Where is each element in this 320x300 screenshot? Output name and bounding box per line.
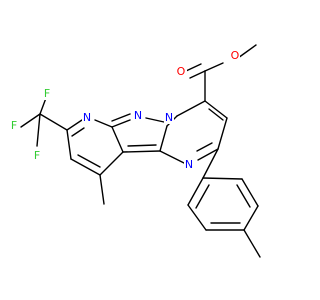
bond-pz-4	[122, 150, 161, 153]
bond-pym-5	[197, 148, 219, 161]
fluorine-bottom-label: F	[34, 149, 40, 162]
bond-pym-3	[204, 100, 228, 119]
bond-pym-5b	[196, 142, 213, 152]
bond-pym-4	[217, 117, 228, 150]
bond-tol-1b	[195, 184, 210, 209]
ester-oxygen-single-label: O	[231, 49, 240, 62]
bond-pym-1	[176, 100, 206, 117]
bond-tol-5b	[236, 184, 251, 208]
bond-pz-4b	[127, 144, 157, 147]
pyridine-nitrogen-label: N	[83, 111, 91, 124]
bond-tol-1	[187, 177, 204, 206]
bond-pz-3	[111, 126, 124, 153]
bond-ester-C-carbonyl-O-b	[185, 63, 202, 72]
bond-ester-C-O	[204, 62, 224, 72]
bond-pz-1	[145, 117, 165, 123]
bond-pz-2	[111, 119, 131, 128]
molecule-canvas: O O N N N N F F F	[9, 44, 261, 258]
bonds	[20, 44, 261, 258]
bond-pym-3b	[208, 108, 224, 121]
bond-tol-methyl	[243, 229, 261, 258]
bond-ester-O-methyl	[237, 44, 257, 59]
bond-methyl-pyridine	[99, 174, 105, 205]
atom-labels: O O N N N N F F F	[9, 49, 240, 171]
bond-CF3-F-bottom	[36, 113, 41, 147]
bond-tol-2	[187, 204, 207, 231]
ester-oxygen-double-label: O	[177, 65, 186, 78]
bond-pym-6	[159, 150, 185, 164]
fluorine-left-label: F	[11, 119, 17, 132]
bond-ester-C-carbonyl-O-a	[189, 70, 206, 79]
bond-ring-to-CF3	[39, 113, 68, 131]
fluorine-top-label: F	[44, 87, 50, 100]
bond-pym-7	[159, 125, 168, 152]
bond-py-4b	[77, 154, 101, 168]
bond-py-2b	[71, 127, 85, 137]
bond-CF3-F-left	[20, 113, 41, 128]
bond-tol-5	[241, 178, 259, 207]
bond-pz-2b	[111, 113, 131, 122]
bond-py-4	[70, 158, 101, 176]
bond-py-3	[66, 129, 72, 160]
bridgehead-nitrogen-label: N	[165, 111, 173, 124]
bond-ring-to-tolyl	[202, 148, 219, 179]
bond-py-5	[99, 151, 124, 176]
bond-py-2	[66, 119, 83, 131]
molecule-structure: O O N N N N F F F	[9, 44, 261, 258]
bond-CF3-F-top	[39, 97, 47, 115]
bond-tol-4	[243, 205, 259, 231]
pyrazole-nitrogen-label: N	[134, 109, 142, 122]
pyrimidine-nitrogen-label: N	[185, 158, 193, 171]
bond-tol-6	[202, 177, 243, 180]
bond-py-1	[94, 119, 113, 128]
